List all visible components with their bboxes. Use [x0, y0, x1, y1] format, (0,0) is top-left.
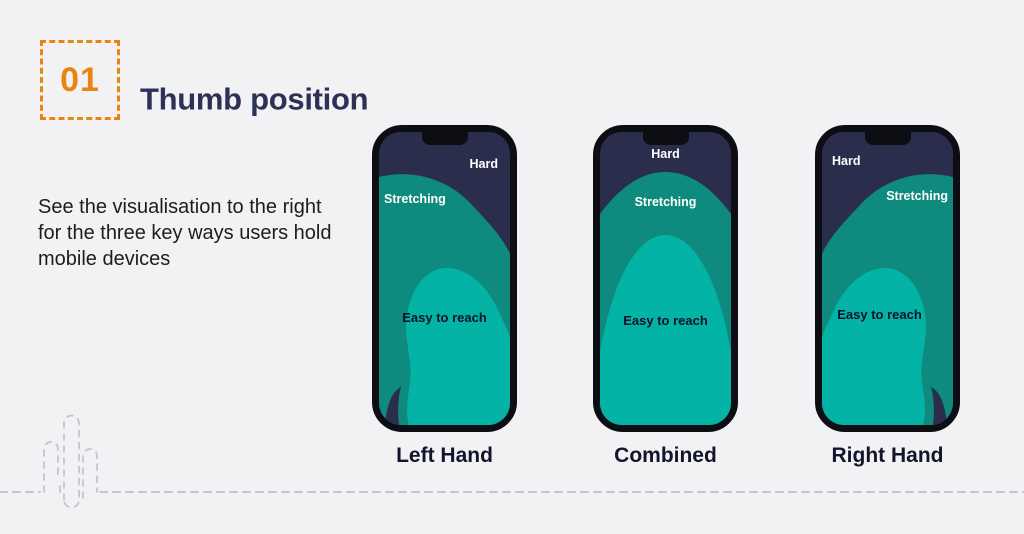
phone-screen: Hard Stretching Easy to reach	[379, 132, 510, 425]
phone-label: Combined	[614, 444, 717, 467]
zone-label-stretching: Stretching	[886, 189, 948, 203]
phone-notch	[421, 132, 468, 145]
zone-label-hard: Hard	[469, 157, 498, 171]
waveform-bar-2	[63, 414, 80, 509]
phone-frame: Hard Stretching Easy to reach	[815, 125, 960, 432]
zone-label-easy: Easy to reach	[837, 307, 922, 322]
phone-mockup-combined: Hard Stretching Easy to reach Combined	[593, 125, 738, 467]
zone-easy-area	[600, 235, 731, 425]
thumb-zone-map-combined	[600, 132, 731, 425]
phone-notch	[642, 132, 689, 145]
zone-label-hard: Hard	[832, 154, 861, 168]
phone-mockup-left-hand: Hard Stretching Easy to reach Left Hand	[372, 125, 517, 467]
phone-screen: Hard Stretching Easy to reach	[600, 132, 731, 425]
phone-screen: Hard Stretching Easy to reach	[822, 132, 953, 425]
step-number: 01	[60, 60, 100, 99]
intro-text: See the visualisation to the right for t…	[38, 196, 332, 270]
zone-easy-area	[822, 268, 926, 425]
step-number-box: 01	[40, 40, 120, 120]
thumb-zone-map-left	[379, 132, 510, 425]
zone-label-easy: Easy to reach	[402, 310, 487, 325]
phone-label: Right Hand	[831, 444, 944, 467]
zone-label-stretching: Stretching	[384, 192, 446, 206]
zone-hard-corner-sliver	[385, 387, 401, 425]
waveform-bar-1	[43, 441, 59, 493]
zone-label-easy: Easy to reach	[623, 313, 708, 328]
thumb-zone-map-right	[822, 132, 953, 425]
zone-easy-area	[406, 268, 510, 425]
waveform-bar-3	[82, 448, 98, 499]
zone-label-stretching: Stretching	[634, 195, 697, 209]
phone-frame: Hard Stretching Easy to reach	[593, 125, 738, 432]
zone-hard-corner-sliver	[931, 387, 947, 425]
page-title: Thumb position	[140, 81, 369, 117]
phone-frame: Hard Stretching Easy to reach	[372, 125, 517, 432]
zone-label-hard: Hard	[651, 147, 680, 161]
phone-mockup-right-hand: Hard Stretching Easy to reach Right Hand	[815, 125, 960, 467]
phone-label: Left Hand	[396, 444, 493, 467]
phone-notch	[864, 132, 911, 145]
